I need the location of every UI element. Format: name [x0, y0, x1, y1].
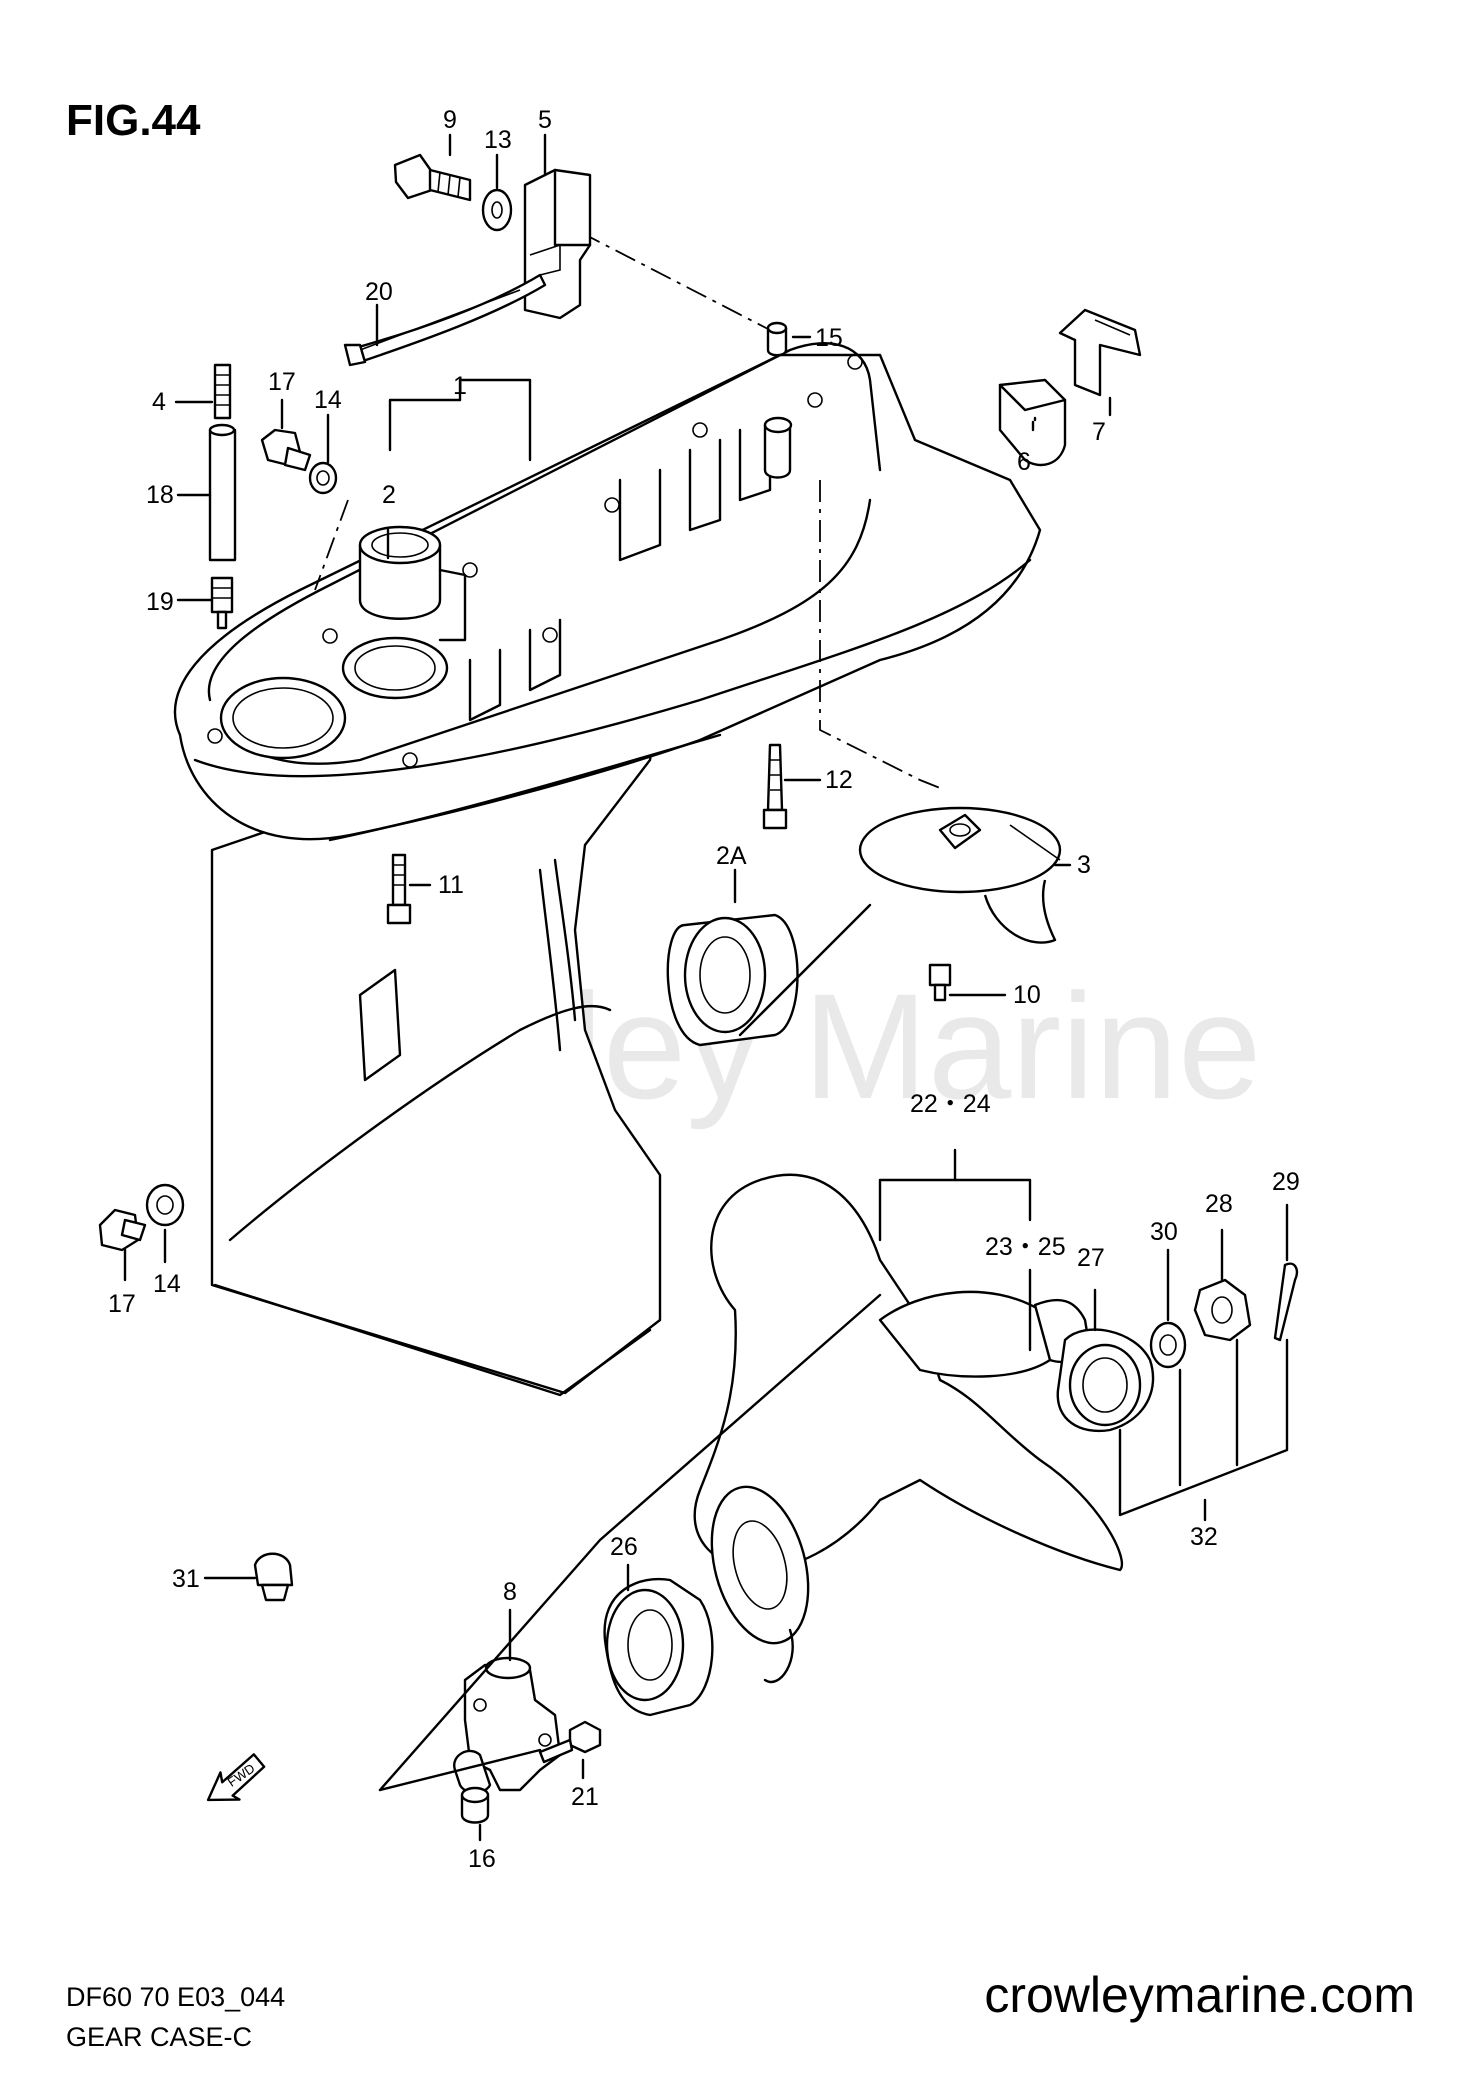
callout-10: 10 [1013, 981, 1041, 1009]
assembly-leader-lines [314, 231, 946, 791]
part-14b-gasket [145, 1183, 185, 1227]
callout-8: 8 [503, 1578, 517, 1606]
callout-27: 27 [1077, 1244, 1105, 1272]
fwd-arrow: FWD [206, 1753, 266, 1802]
part-27-thrust-washer [1056, 1328, 1155, 1433]
callout-22-24: 22・24 [910, 1090, 991, 1118]
part-14a-gasket [308, 461, 338, 495]
part-7-bracket [1058, 308, 1142, 397]
callout-26: 26 [610, 1533, 638, 1561]
part-10-bolt [928, 963, 952, 1002]
part-5-anode-cover [523, 168, 592, 320]
callout-28: 28 [1205, 1190, 1233, 1218]
callout-20: 20 [365, 278, 393, 306]
callout-16: 16 [468, 1845, 496, 1873]
callout-3: 3 [1077, 851, 1091, 879]
part-12-bolt [762, 743, 788, 830]
figure-label: FIG.44 [66, 96, 201, 145]
callout-19: 19 [146, 588, 174, 616]
callout-12: 12 [825, 766, 853, 794]
callout-2: 2 [382, 481, 396, 509]
callout-17-lower: 17 [108, 1290, 136, 1318]
part-15-dowel-pin [766, 321, 788, 357]
callout-14-lower: 14 [153, 1270, 181, 1298]
callout-29: 29 [1272, 1168, 1300, 1196]
part-2A-bearing [666, 903, 872, 1047]
callout-1: 1 [453, 372, 467, 400]
part-31-plug [253, 1552, 294, 1602]
part-20-clip [343, 273, 547, 367]
part-26-spacer [603, 1577, 714, 1717]
part-22-propeller [693, 1173, 1124, 1684]
callout-18: 18 [146, 481, 174, 509]
callout-13: 13 [484, 126, 512, 154]
part-16-bushing [460, 1786, 490, 1824]
model-code: DF60 70 E03_044 [66, 1982, 286, 2012]
site-url: crowleymarine.com [984, 1967, 1415, 2023]
part-17a-plug [260, 428, 312, 472]
part-28-nut [1193, 1278, 1252, 1342]
callout-7: 7 [1092, 418, 1106, 446]
callout-11: 11 [438, 871, 464, 899]
callout-6: 6 [1017, 448, 1031, 476]
callout-labels: 9 13 5 20 15 17 14 1 4 18 2 19 6 7 12 3 … [108, 106, 1300, 1873]
part-21-bolt [538, 1720, 602, 1764]
callout-2A: 2A [716, 842, 747, 870]
callout-31: 31 [172, 1565, 200, 1593]
part-13-washer [481, 188, 513, 232]
part-19-stud [210, 576, 234, 630]
callout-32: 32 [1190, 1523, 1218, 1551]
part-4-stud [213, 363, 232, 420]
callout-5: 5 [538, 106, 552, 134]
part-30-washer [1149, 1321, 1187, 1369]
callout-leaders [123, 133, 1289, 1842]
section-name: GEAR CASE-C [66, 2022, 253, 2052]
gear-case-body [173, 342, 1042, 1397]
callout-17-upper: 17 [268, 368, 296, 396]
callout-4: 4 [152, 388, 166, 416]
callout-23-25: 23・25 [985, 1233, 1066, 1261]
callout-21: 21 [571, 1783, 599, 1811]
part-29-cotter-pin [1273, 1262, 1299, 1342]
part-11-bolt [386, 853, 412, 925]
part-9-bolt [393, 153, 472, 202]
part-18-rod [208, 423, 237, 562]
callout-9: 9 [443, 106, 457, 134]
part-17b-plug [98, 1208, 147, 1252]
part-3-trim-tab [858, 806, 1062, 944]
callout-30: 30 [1150, 1218, 1178, 1246]
callout-14-upper: 14 [314, 386, 342, 414]
callout-15: 15 [815, 324, 843, 352]
part-8-shift-cam [453, 1656, 562, 1794]
